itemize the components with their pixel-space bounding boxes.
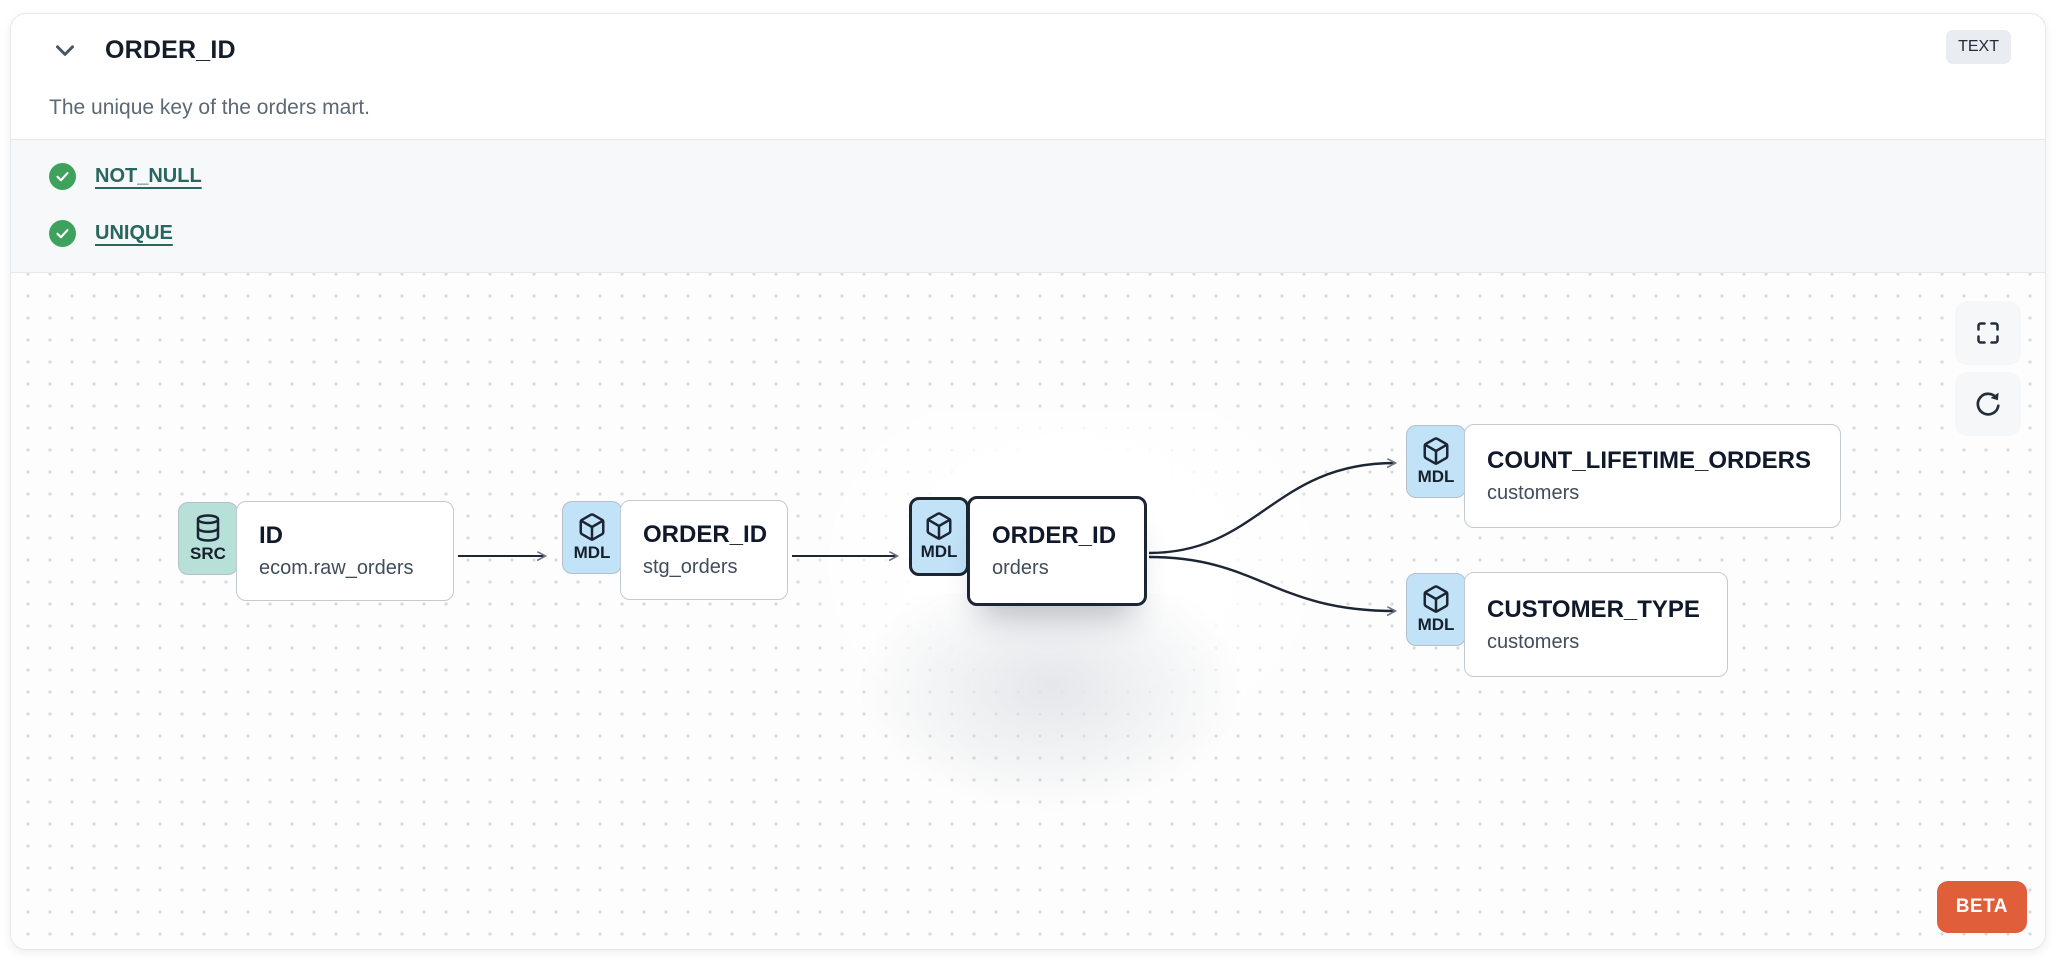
node-title: COUNT_LIFETIME_ORDERS bbox=[1487, 447, 1812, 474]
fullscreen-button[interactable] bbox=[1955, 301, 2021, 365]
column-type-badge: TEXT bbox=[1946, 30, 2011, 64]
header: ORDER_ID TEXT The unique key of the orde… bbox=[11, 14, 2045, 139]
cube-icon bbox=[926, 512, 952, 540]
test-row: NOT_NULL bbox=[49, 161, 2045, 191]
node-card: COUNT_LIFETIME_ORDERS customers bbox=[1464, 424, 1841, 528]
node-subtitle: customers bbox=[1487, 482, 1580, 504]
node-badge-label: MDL bbox=[1417, 467, 1455, 486]
node-title: ORDER_ID bbox=[643, 521, 768, 548]
chevron-down-icon bbox=[56, 45, 74, 56]
tests-section: NOT_NULL UNIQUE bbox=[11, 139, 2045, 273]
node-title: CUSTOMER_TYPE bbox=[1487, 595, 1700, 623]
node-badge-label: MDL bbox=[920, 542, 958, 561]
node-title: ID bbox=[259, 522, 283, 549]
node-card: ORDER_ID orders bbox=[967, 496, 1147, 606]
column-details-panel: ORDER_ID TEXT The unique key of the orde… bbox=[10, 13, 2046, 950]
refresh-button[interactable] bbox=[1955, 372, 2021, 436]
test-link-not-null[interactable]: NOT_NULL bbox=[95, 164, 202, 187]
node-title: ORDER_ID bbox=[992, 522, 1117, 549]
refresh-icon bbox=[1976, 392, 2000, 416]
node-badge-mdl: MDL bbox=[562, 501, 622, 574]
lineage-canvas[interactable]: SRC ID ecom.raw_orders MDL ORDER_ID stg_… bbox=[11, 273, 2045, 949]
column-description: The unique key of the orders mart. bbox=[49, 96, 370, 119]
node-subtitle: customers bbox=[1487, 630, 1580, 653]
node-card: ID ecom.raw_orders bbox=[236, 501, 454, 601]
test-row: UNIQUE bbox=[49, 218, 2045, 248]
node-badge-label: SRC bbox=[190, 544, 226, 563]
page-title: ORDER_ID bbox=[105, 35, 236, 64]
cube-icon bbox=[579, 513, 605, 541]
test-link-unique[interactable]: UNIQUE bbox=[95, 221, 173, 244]
cube-icon bbox=[1423, 437, 1449, 465]
node-card: ORDER_ID stg_orders bbox=[620, 500, 788, 600]
beta-badge: BETA bbox=[1936, 881, 2027, 933]
node-subtitle: orders bbox=[992, 557, 1049, 579]
node-badge-mdl: MDL bbox=[1406, 425, 1466, 498]
node-subtitle: ecom.raw_orders bbox=[259, 557, 414, 579]
cube-icon bbox=[1423, 585, 1449, 613]
node-badge-label: MDL bbox=[1417, 615, 1455, 634]
node-badge-label: MDL bbox=[573, 543, 611, 562]
fullscreen-icon bbox=[1977, 322, 1999, 344]
node-badge-src: SRC bbox=[178, 502, 238, 575]
node-card: CUSTOMER_TYPE customers bbox=[1464, 572, 1728, 677]
database-icon bbox=[196, 514, 220, 542]
collapse-button[interactable] bbox=[49, 34, 81, 66]
check-circle-icon bbox=[49, 219, 76, 247]
lineage-edges bbox=[458, 273, 2046, 949]
check-circle-icon bbox=[49, 162, 76, 190]
node-subtitle: stg_orders bbox=[643, 556, 738, 578]
node-badge-mdl: MDL bbox=[909, 497, 969, 576]
node-badge-mdl: MDL bbox=[1406, 573, 1466, 646]
selected-node-shadow bbox=[841, 593, 1261, 823]
